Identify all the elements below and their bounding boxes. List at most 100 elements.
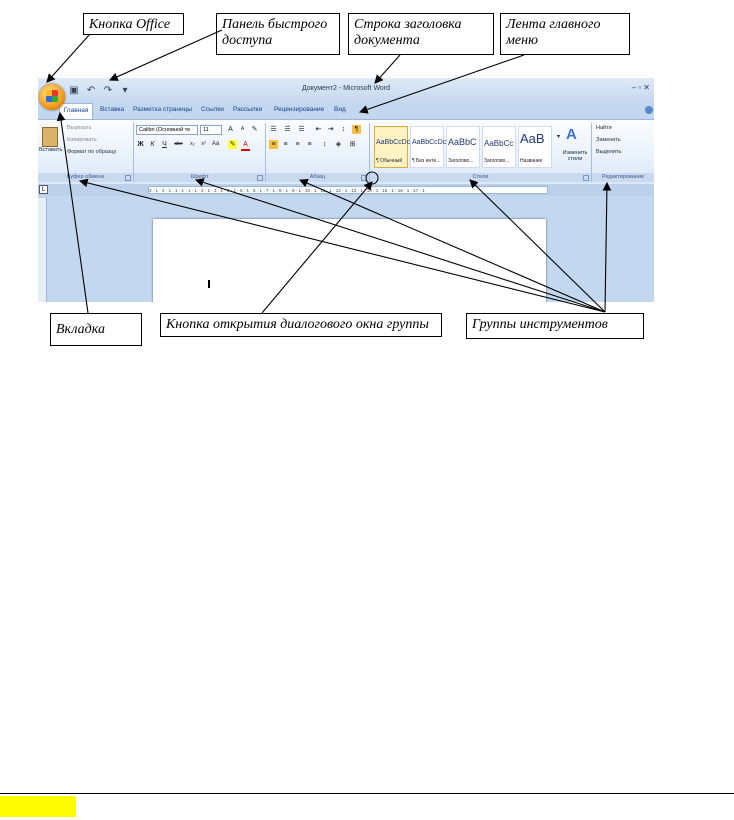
group-clipboard: Вставить Вырезать Копировать Формат по о…	[38, 123, 134, 182]
office-button[interactable]	[39, 84, 65, 110]
callout-text: документа	[354, 33, 420, 48]
style-normal[interactable]: AaBbCcDc ¶ Обычный	[374, 126, 410, 168]
style-heading-1[interactable]: AaBbC Заголово...	[446, 126, 480, 168]
font-size-box[interactable]: 11	[200, 125, 222, 135]
style-heading-2[interactable]: AaBbCc Заголово...	[482, 126, 516, 168]
strikethrough-button[interactable]: abe	[174, 141, 183, 147]
group-paragraph: ☰ ☰ ☰ ⇤ ⇥ ↕ ¶ ≡ ≡ ≡ ≡ ↕ ◈ ⊞ Абзац	[266, 123, 370, 182]
help-icon[interactable]	[645, 106, 653, 114]
group-label: Буфер обмена	[38, 173, 133, 182]
select-button[interactable]: Выделить	[596, 149, 622, 155]
vertical-ruler[interactable]	[38, 198, 47, 302]
copy-button[interactable]: Копировать	[67, 137, 97, 143]
group-styles: AaBbCcDc ¶ Обычный AaBbCcDc ¶ Без инте..…	[370, 123, 592, 182]
document-title: Документ2 - Microsoft Word	[301, 85, 391, 92]
change-case-button[interactable]: Aa	[211, 141, 220, 147]
office-logo-icon	[46, 90, 58, 102]
align-left-icon[interactable]: ≡	[269, 140, 278, 149]
paste-button[interactable]: Вставить	[39, 147, 63, 153]
ribbon: Вставить Вырезать Копировать Формат по о…	[38, 119, 654, 185]
callout-dialog-launcher: Кнопка открытия диалогового окна группы	[160, 313, 442, 337]
paste-icon[interactable]	[42, 127, 58, 147]
group-label: Абзац	[266, 173, 369, 182]
document-page[interactable]	[153, 219, 546, 302]
callout-text: Группы инструментов	[472, 317, 608, 332]
dialog-launcher-icon[interactable]	[257, 175, 263, 181]
subscript-button[interactable]: x₂	[190, 141, 195, 147]
show-marks-icon[interactable]: ¶	[352, 125, 361, 134]
callout-office-button: Кнопка Office	[83, 13, 184, 35]
decrease-indent-icon[interactable]: ⇤	[315, 126, 322, 133]
callout-text: Лента главного	[506, 17, 601, 32]
replace-button[interactable]: Заменить	[596, 137, 621, 143]
tab-review[interactable]: Рецензирование	[274, 106, 325, 113]
superscript-button[interactable]: x²	[201, 141, 206, 147]
change-styles-icon[interactable]: A	[566, 126, 577, 143]
style-sample: AaBbC	[448, 137, 477, 147]
ruler-scale: 3 · 1 · 2 · 1 · 1 · 1 · 1 · 1 · 2 · 1 · …	[148, 186, 548, 194]
borders-icon[interactable]: ⊞	[349, 141, 356, 148]
line-spacing-icon[interactable]: ↕	[322, 141, 327, 148]
dialog-launcher-icon[interactable]	[361, 175, 367, 181]
tab-view[interactable]: Вид	[334, 106, 346, 113]
justify-icon[interactable]: ≡	[307, 141, 312, 148]
style-name: Заголово...	[448, 158, 474, 164]
change-styles-button[interactable]: Изменить стили	[562, 150, 588, 162]
tab-insert[interactable]: Вставка	[100, 106, 125, 113]
shrink-font-button[interactable]: A	[240, 126, 245, 132]
callout-text: Строка заголовка	[354, 17, 462, 32]
arrow-quick-access	[108, 29, 223, 81]
align-right-icon[interactable]: ≡	[295, 141, 300, 148]
callout-text: меню	[506, 33, 538, 48]
tab-home[interactable]: Главная	[59, 103, 93, 119]
window-controls[interactable]: ‒ ▫ ✕	[631, 83, 650, 92]
numbering-icon[interactable]: ☰	[284, 126, 291, 133]
underline-button[interactable]: Ч	[162, 141, 167, 148]
style-no-spacing[interactable]: AaBbCcDc ¶ Без инте...	[410, 126, 446, 168]
style-sample: AaB	[520, 131, 545, 146]
save-icon[interactable]: ▣	[69, 84, 79, 96]
find-button[interactable]: Найти	[596, 125, 612, 131]
font-color-icon[interactable]: A	[241, 140, 250, 151]
align-center-icon[interactable]: ≡	[283, 141, 288, 148]
styles-scroll-icon[interactable]: ▾	[556, 134, 560, 140]
tab-selector-icon[interactable]: L	[39, 185, 48, 194]
undo-icon[interactable]: ↶	[86, 84, 96, 96]
bold-button[interactable]: Ж	[137, 141, 144, 148]
increase-indent-icon[interactable]: ⇥	[327, 126, 334, 133]
word-window-screenshot: ▣ ↶ ↷ ▾ Документ2 - Microsoft Word ‒ ▫ ✕…	[38, 78, 654, 302]
dialog-launcher-icon[interactable]	[583, 175, 589, 181]
font-name-box[interactable]: Calibri (Основной те	[136, 125, 198, 135]
horizontal-ruler[interactable]: L 3 · 1 · 2 · 1 · 1 · 1 · 1 · 1 · 2 · 1 …	[38, 184, 654, 196]
style-title[interactable]: AaB Название	[518, 126, 552, 168]
group-editing: Найти Заменить Выделить Редактирование	[592, 123, 654, 182]
ribbon-tabs: Главная Вставка Разметка страницы Ссылки…	[38, 103, 654, 119]
footer-line	[0, 793, 734, 794]
text-cursor	[208, 280, 210, 288]
callout-text: Кнопка Office	[89, 17, 171, 32]
tab-references[interactable]: Ссылки	[201, 106, 224, 113]
redo-icon[interactable]: ↷	[103, 84, 113, 96]
group-font: Calibri (Основной те 11 A A ✎ Ж К Ч abe …	[134, 123, 266, 182]
bullets-icon[interactable]: ☰	[270, 126, 277, 133]
multilevel-list-icon[interactable]: ☰	[298, 126, 305, 133]
clear-format-icon[interactable]: ✎	[251, 126, 258, 133]
tab-mailings[interactable]: Рассылки	[233, 106, 263, 113]
callout-text: Кнопка открытия диалогового окна группы	[166, 317, 429, 332]
highlight-icon[interactable]: ✎	[228, 140, 237, 149]
title-bar: ▣ ↶ ↷ ▾ Документ2 - Microsoft Word ‒ ▫ ✕	[38, 78, 654, 103]
customize-qat-icon[interactable]: ▾	[122, 84, 128, 96]
grow-font-button[interactable]: A	[228, 126, 233, 133]
style-sample: AaBbCc	[484, 139, 514, 148]
shading-icon[interactable]: ◈	[335, 141, 342, 148]
tab-page-layout[interactable]: Разметка страницы	[133, 106, 192, 113]
format-painter-button[interactable]: Формат по образцу	[67, 149, 117, 155]
cut-button[interactable]: Вырезать	[67, 125, 92, 131]
italic-button[interactable]: К	[150, 141, 155, 148]
style-name: ¶ Без инте...	[412, 158, 441, 164]
callout-text: Панель быстрого	[222, 17, 328, 32]
dialog-launcher-icon[interactable]	[125, 175, 131, 181]
sort-icon[interactable]: ↕	[341, 126, 346, 133]
